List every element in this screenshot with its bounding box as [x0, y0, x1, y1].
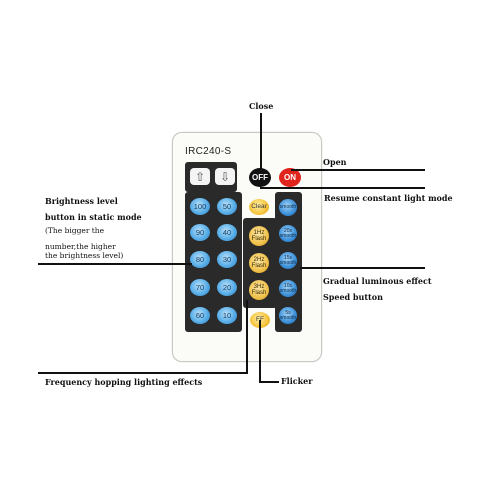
flicker-callout-h: [259, 381, 279, 383]
flash-3hz-button[interactable]: 3Hz Flash: [249, 280, 269, 300]
brightness-40-button[interactable]: 40: [217, 224, 237, 241]
smooth-5s-time: 5s: [285, 309, 291, 316]
brightness-up-button[interactable]: ⇧: [190, 168, 210, 185]
flash-1hz-text: Flash: [251, 236, 267, 242]
gradual-label-2: Speed button: [323, 292, 383, 302]
smooth-20s-time: 20s: [283, 227, 293, 234]
open-label: Open: [323, 157, 347, 167]
brightness-note-1: (The bigger the: [45, 226, 105, 235]
resume-callout-line: [260, 187, 425, 189]
flash-3hz-text: Flash: [251, 290, 267, 296]
flash-1hz-rate: 1Hz: [253, 230, 265, 236]
flash-2hz-rate: 2Hz: [253, 257, 265, 263]
smooth-15s-button[interactable]: 15s smooth: [279, 252, 297, 269]
brightness-30-button[interactable]: 30: [217, 251, 237, 268]
flicker-callout-v: [259, 320, 261, 382]
brightness-down-button[interactable]: ⇩: [215, 168, 235, 185]
close-label: Close: [249, 101, 274, 111]
brightness-80-button[interactable]: 80: [190, 251, 210, 268]
flash-2hz-button[interactable]: 2Hz Flash: [249, 253, 269, 273]
smooth-5s-button[interactable]: 5s smooth: [279, 307, 297, 324]
close-callout-line: [260, 113, 262, 171]
smooth-10s-button[interactable]: 10s smooth: [279, 280, 297, 297]
clear-button[interactable]: Clear: [249, 199, 269, 215]
smooth-5s-text: smooth: [279, 314, 297, 321]
gradual-label-1: Gradual luminous effect: [323, 276, 432, 286]
brightness-60-button[interactable]: 60: [190, 307, 210, 324]
frequency-callout-v: [246, 300, 248, 374]
brightness-50-button[interactable]: 50: [217, 198, 237, 215]
smooth-10s-time: 10s: [283, 282, 293, 289]
resume-label: Resume constant light mode: [324, 193, 453, 203]
frequency-label: Frequency hopping lighting effects: [45, 377, 203, 387]
smooth-15s-time: 15s: [283, 254, 293, 261]
smooth-20s-text: smooth: [279, 232, 297, 239]
brightness-title-1: Brightness level: [45, 196, 118, 206]
brightness-20-button[interactable]: 20: [217, 279, 237, 296]
smooth-20s-button[interactable]: 20s smooth: [279, 225, 297, 242]
brightness-note-2: number,the higher: [45, 242, 116, 251]
flash-3hz-rate: 3Hz: [253, 284, 265, 290]
on-button[interactable]: ON: [279, 168, 301, 187]
smooth-button[interactable]: smooth: [279, 199, 297, 216]
brightness-70-button[interactable]: 70: [190, 279, 210, 296]
brightness-note-3: the brightness level): [45, 251, 124, 260]
brightness-callout-line: [38, 263, 192, 265]
flicker-label: Flicker: [281, 376, 313, 386]
brightness-title-2: button in static mode: [45, 212, 142, 222]
brightness-90-button[interactable]: 90: [190, 224, 210, 241]
frequency-callout-h: [38, 372, 248, 374]
brightness-100-button[interactable]: 100: [190, 198, 210, 215]
flash-2hz-text: Flash: [251, 263, 267, 269]
off-button[interactable]: OFF: [249, 168, 271, 187]
smooth-10s-text: smooth: [279, 287, 297, 294]
smooth-15s-text: smooth: [279, 259, 297, 266]
brightness-10-button[interactable]: 10: [217, 307, 237, 324]
flash-1hz-button[interactable]: 1Hz Flash: [249, 226, 269, 246]
model-label: IRC240-S: [185, 146, 232, 157]
gradual-callout-line: [300, 267, 425, 269]
open-callout-line: [291, 169, 425, 171]
